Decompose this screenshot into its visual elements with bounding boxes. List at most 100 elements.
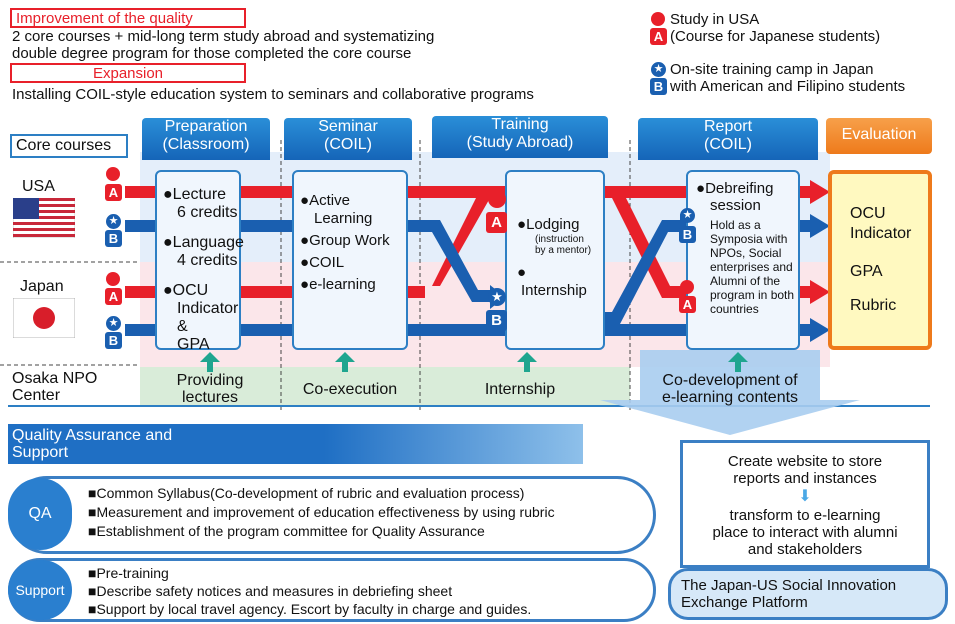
platform-t2: place to interact with alumni <box>712 524 898 541</box>
support-items: ■Pre-training ■Describe safety notices a… <box>88 564 531 618</box>
japan-red-ball-icon <box>106 272 120 286</box>
header-prep-1: Preparation <box>164 118 248 135</box>
role-providing-2: lectures <box>181 389 239 406</box>
japan-label: Japan <box>20 278 64 295</box>
eval-gpa: GPA <box>850 263 883 280</box>
prep-language: Language <box>163 234 244 252</box>
rep-deb1: Debreifing <box>696 180 798 197</box>
platform-w1: Create website to store <box>727 453 883 470</box>
rep-red-ball-icon <box>680 280 694 294</box>
qa-title-2: Support <box>12 444 69 461</box>
osaka-label: Osaka NPO Center <box>12 370 97 404</box>
rep-hold3: NPOs, Social <box>710 246 782 260</box>
platform-box: Create website to store reports and inst… <box>680 440 930 568</box>
header-train-1: Training <box>491 116 549 133</box>
evaluation-box: OCU Indicator GPA Rubric <box>828 170 932 350</box>
qa-title-1: Quality Assurance and <box>12 427 173 444</box>
header-report: Report (COIL) <box>638 118 818 160</box>
role-coexecution: Co-execution <box>302 381 398 398</box>
prep-ocu3: GPA <box>177 336 210 353</box>
train-b-badge: B <box>486 310 507 331</box>
prep-ocu2: Indicator & <box>177 300 239 335</box>
header-training: Training (Study Abroad) <box>432 116 608 158</box>
header-preparation: Preparation (Classroom) <box>142 118 270 160</box>
eval-ocu: OCU <box>850 205 886 222</box>
blue-arrowhead-2 <box>810 318 830 342</box>
legend-a-line2: (Course for Japanese students) <box>670 28 881 45</box>
sem-active2: Learning <box>314 210 373 227</box>
role-providing-1: Providing <box>176 372 244 389</box>
osaka-band <box>140 367 630 407</box>
red-cross-down <box>605 186 705 304</box>
expansion-line: Installing COIL-style education system t… <box>12 86 534 103</box>
blue-cross-up <box>605 214 692 324</box>
header-rep-1: Report <box>703 118 753 135</box>
core-courses-label: Core courses <box>10 134 128 158</box>
header-train-2: (Study Abroad) <box>466 134 574 151</box>
teal-arrow-4 <box>728 352 748 372</box>
teal-arrow-1 <box>200 352 220 372</box>
expansion-title-box: Expansion <box>10 63 246 83</box>
qa-items: ■Common Syllabus(Co-development of rubri… <box>88 484 555 541</box>
star-icon: ★ <box>651 62 666 77</box>
expansion-title: Expansion <box>92 65 164 82</box>
support-label: Support <box>8 560 72 620</box>
card-seminar: Active Learning Group Work COIL e-learni… <box>292 170 408 350</box>
legend-b-line1: On-site training camp in Japan <box>670 61 874 78</box>
red-arrowhead-2 <box>810 280 830 304</box>
train-internship: Internship <box>521 282 587 299</box>
role-codev-2: e-learning contents <box>661 389 799 406</box>
eval-rubric: Rubric <box>850 297 897 314</box>
japan-flag-icon <box>13 298 75 338</box>
rep-hold2: Symposia with <box>710 232 788 246</box>
usa-a-badge: A <box>105 184 122 201</box>
sem-elearn: e-learning <box>300 276 406 294</box>
role-providing: Providing lectures <box>155 372 265 406</box>
quality-line1: 2 core courses + mid-long term study abr… <box>12 28 435 45</box>
card-report: Debreifing session Hold as a Symposia wi… <box>686 170 800 350</box>
usa-label: USA <box>22 178 55 195</box>
platform-t3: and stakeholders <box>747 541 863 558</box>
train-dot <box>517 264 603 282</box>
teal-arrow-3 <box>517 352 537 372</box>
japan-star-icon: ★ <box>106 316 121 331</box>
qa-item-1: ■Common Syllabus(Co-development of rubri… <box>88 485 525 501</box>
usa-star-icon: ★ <box>106 214 121 229</box>
codev-arrow <box>600 350 860 435</box>
train-instr2: by a mentor) <box>535 245 592 256</box>
card-preparation: Lecture 6 credits Language 4 credits OCU… <box>155 170 244 353</box>
rep-hold5: Alumni of the <box>710 274 781 288</box>
prep-ocu: OCU <box>163 282 239 300</box>
quality-title-box: Improvement of the quality <box>10 8 246 28</box>
support-item-2: ■Describe safety notices and measures in… <box>88 583 453 599</box>
support-item-1: ■Pre-training <box>88 565 169 581</box>
teal-arrow-2 <box>335 352 355 372</box>
us-flag-icon <box>13 198 75 238</box>
sem-coil: COIL <box>300 254 406 272</box>
header-prep-2: (Classroom) <box>162 136 250 153</box>
support-panel <box>8 558 656 622</box>
train-red-ball-icon <box>488 190 506 208</box>
usa-red-ball-icon <box>106 167 120 181</box>
down-arrow-icon: ⬇ <box>798 488 812 505</box>
osaka-line2: Center <box>12 387 61 404</box>
rep-deb2: session <box>710 197 761 214</box>
platform-w2: reports and instances <box>733 470 877 487</box>
header-sem-2: (COIL) <box>324 136 372 153</box>
support-item-3: ■Support by local travel agency. Escort … <box>88 601 532 617</box>
rep-hold6: program in both <box>710 288 795 302</box>
blue-cross-down <box>425 220 505 309</box>
eval-indicator: Indicator <box>850 225 912 242</box>
qa-panel <box>8 476 656 554</box>
red-ball-icon <box>651 12 665 26</box>
qa-title-bar: Quality Assurance and Support <box>8 424 583 464</box>
rep-hold7: countries <box>710 302 759 316</box>
legend-a-line1: Study in USA <box>670 11 760 28</box>
quality-title: Improvement of the quality <box>16 10 193 27</box>
train-instr1: (instruction <box>535 234 584 245</box>
qa-label: QA <box>8 478 72 550</box>
train-lodging: Lodging <box>517 216 603 234</box>
legend-b-line2: with American and Filipino students <box>670 78 906 95</box>
rep-a-badge: A <box>679 296 696 313</box>
role-codev: Co-development of e-learning contents <box>630 372 830 406</box>
